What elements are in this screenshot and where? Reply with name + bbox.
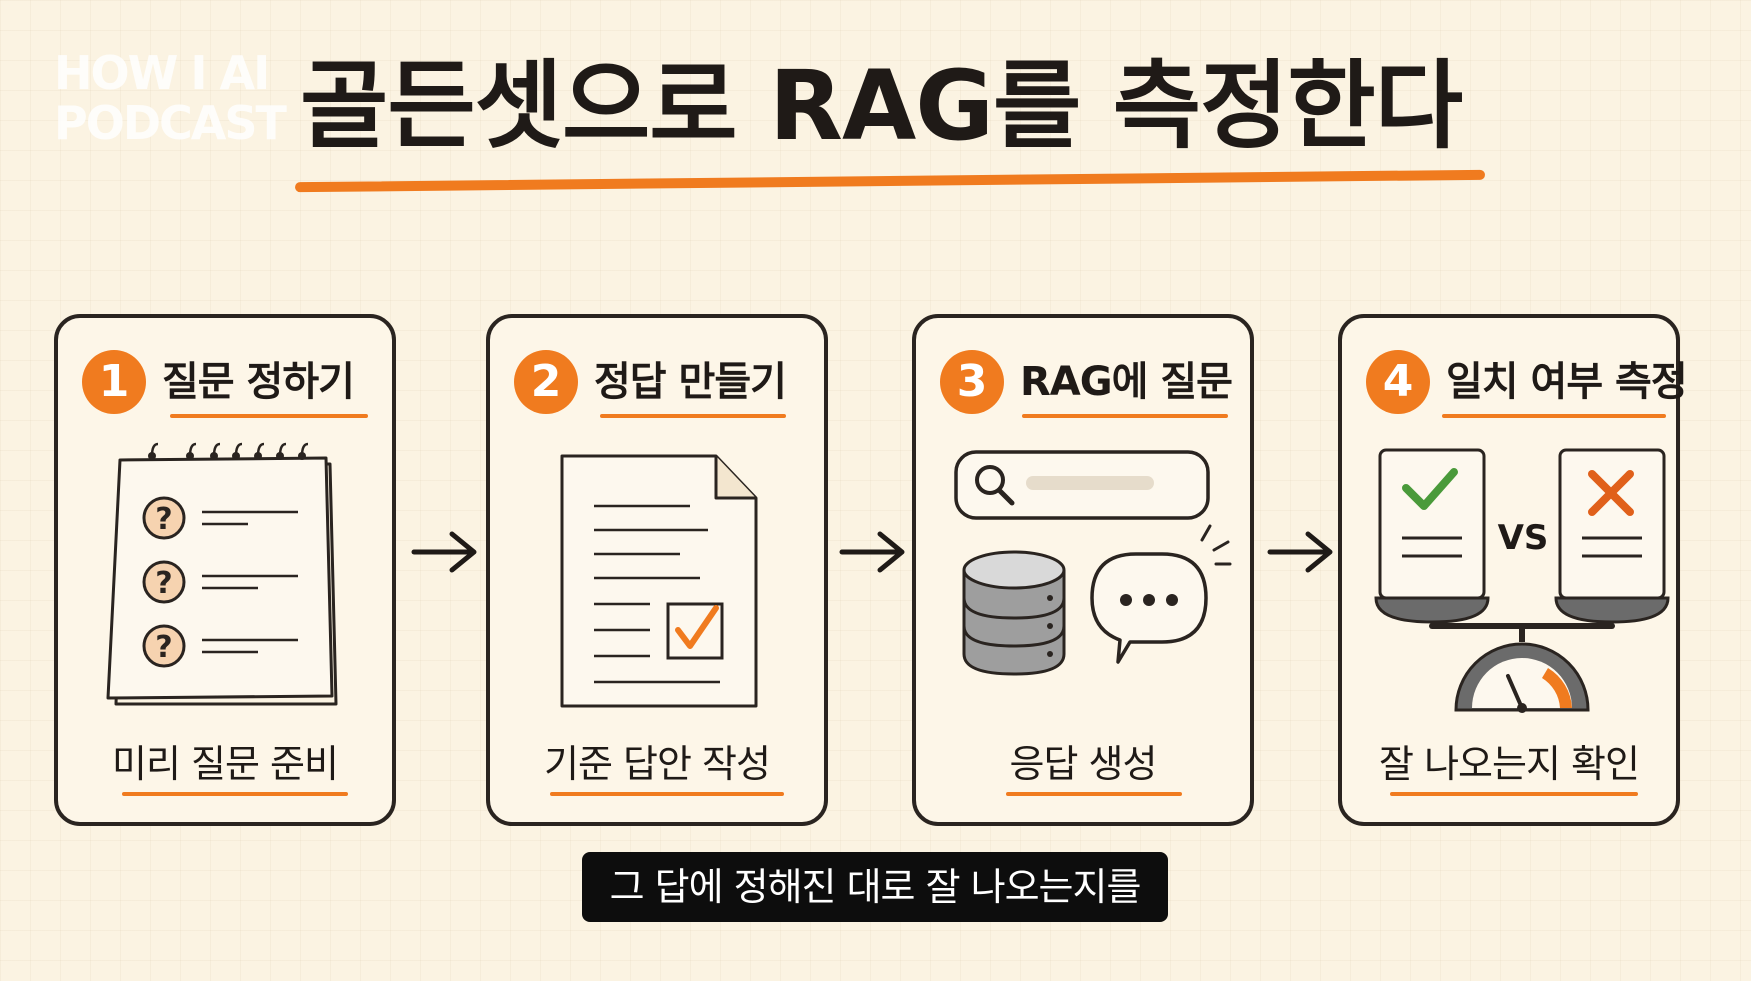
arrow-right-icon — [411, 531, 477, 573]
step-title-underline — [1442, 414, 1666, 418]
search-database-chat-icon — [954, 450, 1232, 676]
caption-underline — [122, 792, 348, 796]
caption-underline — [1006, 792, 1182, 796]
page-title: 골든셋으로 RAG를 측정한다 — [300, 50, 1463, 162]
svg-text:?: ? — [155, 566, 172, 601]
step-title: 일치 여부 측정 — [1446, 359, 1688, 405]
step-caption: 기준 답안 작성 — [544, 742, 771, 786]
step-card-4: 4 일치 여부 측정 VS 잘 나오는지 확인 — [1338, 314, 1688, 826]
scale-compare-icon — [1374, 448, 1670, 713]
podcast-watermark: HOW I AI PODCAST — [54, 46, 287, 150]
document-check-icon — [560, 454, 758, 708]
watermark-line-1: HOW I AI — [54, 46, 270, 100]
video-subtitle: 그 답에 정해진 대로 잘 나오는지를 — [582, 852, 1168, 922]
step-caption: 잘 나오는지 확인 — [1379, 742, 1640, 786]
caption-underline — [550, 792, 784, 796]
step-title-underline — [600, 414, 786, 418]
step-caption: 응답 생성 — [1009, 742, 1158, 786]
vs-label: VS — [1497, 518, 1549, 558]
step-number-badge: 4 — [1366, 350, 1430, 414]
svg-text:?: ? — [155, 630, 172, 665]
step-card-2: 2 정답 만들기 기준 답안 작성 — [486, 314, 828, 826]
step-title: 정답 만들기 — [594, 359, 787, 405]
step-number-badge: 1 — [82, 350, 146, 414]
step-title: RAG에 질문 — [1020, 359, 1233, 405]
step-card-3: 3 RAG에 질문 응답 생성 — [912, 314, 1254, 826]
step-title: 질문 정하기 — [162, 359, 355, 405]
caption-underline — [1390, 792, 1638, 796]
step-caption: 미리 질문 준비 — [112, 742, 339, 786]
arrow-right-icon — [839, 531, 905, 573]
arrow-right-icon — [1267, 531, 1333, 573]
step-title-underline — [170, 414, 368, 418]
watermark-line-2: PODCAST — [54, 96, 287, 150]
step-title-underline — [1022, 414, 1228, 418]
step-number-badge: 2 — [514, 350, 578, 414]
notepad-question-icon: ? ? ? — [106, 442, 338, 706]
svg-text:?: ? — [155, 502, 172, 537]
step-number-badge: 3 — [940, 350, 1004, 414]
step-card-1: 1 질문 정하기 ? ? ? 미리 질문 — [54, 314, 396, 826]
title-underline — [294, 169, 1486, 193]
